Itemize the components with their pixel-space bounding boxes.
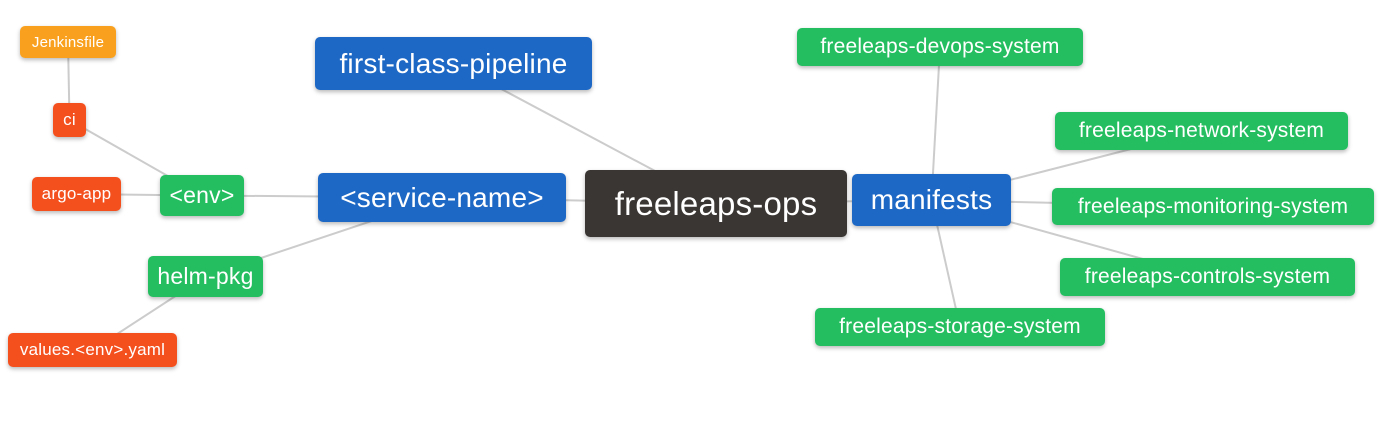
mindmap-node-env[interactable]: <env> — [160, 175, 244, 216]
mindmap-node-argo-app[interactable]: argo-app — [32, 177, 121, 211]
mindmap-node-first-class-pipeline[interactable]: first-class-pipeline — [315, 37, 592, 90]
node-label-values-env-yaml: values.<env>.yaml — [19, 340, 166, 359]
node-label-freeleaps-ops: freeleaps-ops — [614, 184, 818, 222]
node-label-manifests: manifests — [870, 184, 993, 215]
node-label-controls-system: freeleaps-controls-system — [1084, 265, 1331, 288]
mindmap-node-freeleaps-ops[interactable]: freeleaps-ops — [585, 170, 847, 237]
mindmap-node-devops-system[interactable]: freeleaps-devops-system — [797, 28, 1083, 66]
node-label-env: <env> — [169, 182, 235, 208]
node-label-network-system: freeleaps-network-system — [1078, 119, 1325, 142]
node-label-monitoring-system: freeleaps-monitoring-system — [1077, 194, 1349, 218]
node-label-first-class-pipeline: first-class-pipeline — [339, 47, 568, 79]
mindmap-node-storage-system[interactable]: freeleaps-storage-system — [815, 308, 1105, 346]
mindmap-node-jenkinsfile[interactable]: Jenkinsfile — [20, 26, 116, 58]
node-label-ci: ci — [63, 110, 76, 129]
node-label-helm-pkg: helm-pkg — [157, 263, 254, 289]
node-label-devops-system: freeleaps-devops-system — [820, 35, 1060, 58]
node-label-storage-system: freeleaps-storage-system — [839, 315, 1081, 338]
mindmap-node-manifests[interactable]: manifests — [852, 174, 1011, 226]
mindmap-node-service-name[interactable]: <service-name> — [318, 173, 566, 222]
mindmap-node-monitoring-system[interactable]: freeleaps-monitoring-system — [1052, 188, 1374, 225]
mindmap-node-ci[interactable]: ci — [53, 103, 86, 137]
node-label-service-name: <service-name> — [340, 181, 544, 213]
mindmap-node-network-system[interactable]: freeleaps-network-system — [1055, 112, 1348, 150]
node-label-jenkinsfile: Jenkinsfile — [31, 33, 105, 51]
mindmap-node-helm-pkg[interactable]: helm-pkg — [148, 256, 263, 297]
mindmap-node-values-env-yaml[interactable]: values.<env>.yaml — [8, 333, 177, 367]
node-label-argo-app: argo-app — [41, 184, 112, 203]
mindmap-node-controls-system[interactable]: freeleaps-controls-system — [1060, 258, 1355, 296]
